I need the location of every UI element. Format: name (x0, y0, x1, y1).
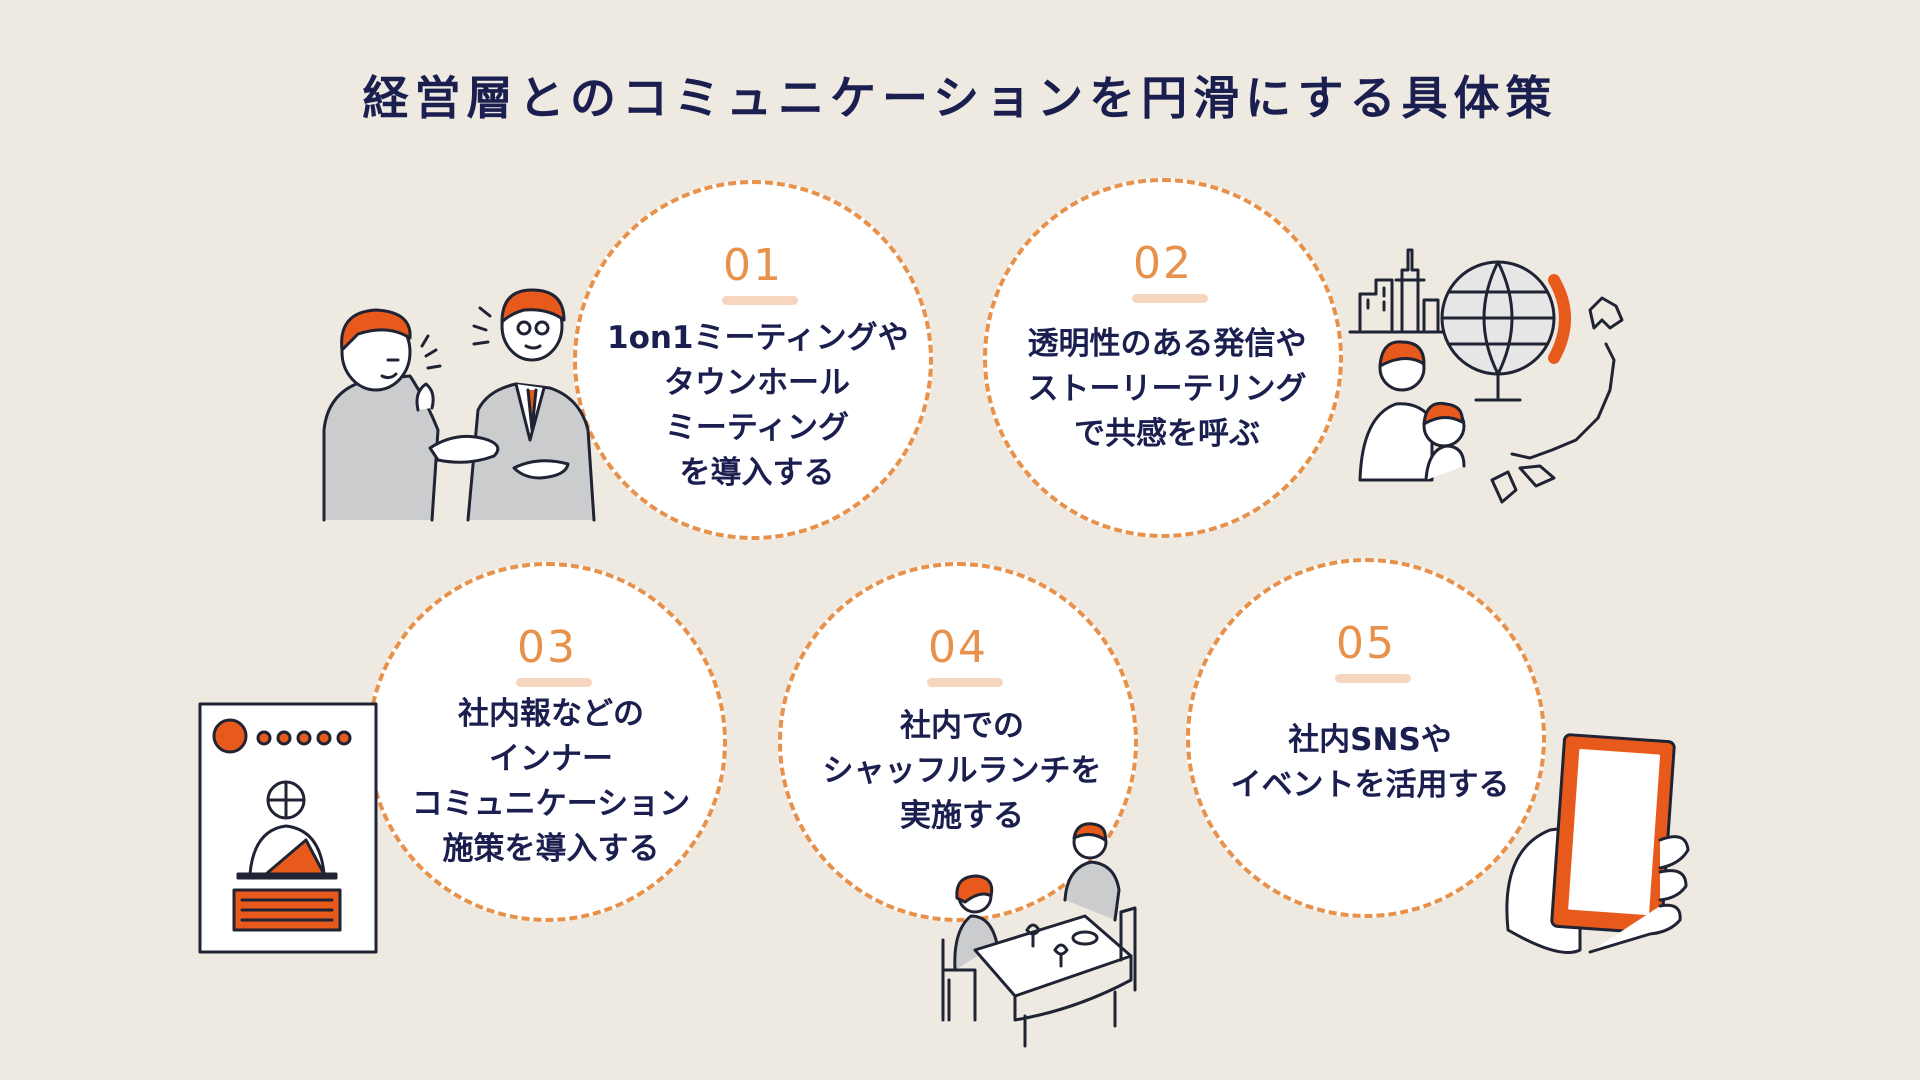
smartphone-hand-icon (1505, 733, 1690, 954)
step-number: 04 (928, 622, 988, 673)
number-underline (927, 678, 1003, 687)
number-underline (722, 296, 798, 305)
step-circle-04: 04 社内での シャッフルランチを 実施する (778, 562, 1138, 922)
step-circle-01: 01 1on1ミーティングや タウンホール ミーティング を導入する (573, 180, 933, 540)
newsletter-icon (198, 702, 378, 954)
step-circle-05: 05 社内SNSや イベントを活用する (1186, 558, 1546, 918)
step-text: 透明性のある発信や ストーリーテリング で共感を呼ぶ (1027, 326, 1307, 452)
step-number: 02 (1133, 238, 1193, 289)
step-text: 1on1ミーティングや タウンホール ミーティング を導入する (607, 320, 909, 491)
step-text: 社内SNSや イベントを活用する (1230, 722, 1510, 803)
number-underline (516, 678, 592, 687)
family-globe-japan-map-icon (1348, 248, 1624, 504)
step-number: 03 (517, 622, 577, 673)
shuffle-lunch-icon (941, 822, 1137, 1048)
step-circle-02: 02 透明性のある発信や ストーリーテリング で共感を呼ぶ (983, 178, 1343, 538)
number-underline (1132, 294, 1208, 303)
step-number: 01 (723, 240, 783, 291)
handshake-people-icon (322, 288, 596, 522)
page-title: 経営層とのコミュニケーションを円滑にする具体策 (362, 71, 1558, 125)
step-number: 05 (1336, 618, 1396, 669)
step-text: 社内での シャッフルランチを 実施する (822, 708, 1102, 834)
number-underline (1335, 674, 1411, 683)
step-text: 社内報などの インナー コミュニケーション 施策を導入する (411, 696, 691, 867)
step-circle-03: 03 社内報などの インナー コミュニケーション 施策を導入する (367, 562, 727, 922)
